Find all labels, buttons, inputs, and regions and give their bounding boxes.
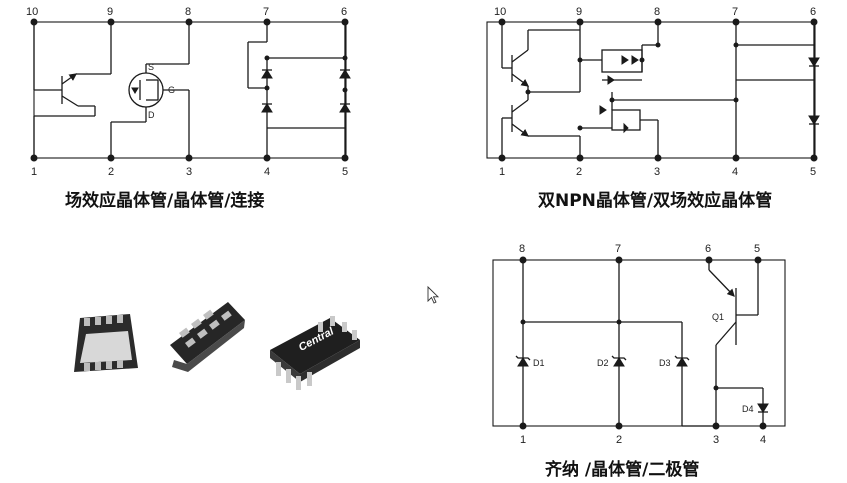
d1-pin-top-2: 9 [107,6,113,18]
dfn-package-image [74,314,138,372]
diagram1-caption: 场效应晶体管/晶体管/连接 [65,190,264,211]
d2-pin-top-3: 8 [654,6,660,18]
diagram3-caption: 齐纳 /晶体管/二极管 [545,459,699,480]
d3-label-d2: D2 [597,358,609,368]
d1-transistor-symbol [33,22,112,158]
d3-pin-top-3: 6 [705,243,711,255]
d3-pin-bot-2: 2 [616,434,622,446]
d1-pin-top-5: 6 [341,6,347,18]
d1-pin-top-1: 10 [26,6,38,18]
msop-package-image: Central [270,316,360,390]
d2-pin-top-5: 6 [810,6,816,18]
d2-fet-pair [577,22,814,158]
d3-label-d1: D1 [533,358,545,368]
d3-pin-top-4: 5 [754,243,760,255]
d2-pin-top-1: 10 [494,6,506,18]
d2-pin-bot-4: 4 [732,166,738,178]
d1-pin-bot-1: 1 [31,166,37,178]
package-photos: Central [74,302,360,390]
d1-pin-bot-5: 5 [342,166,348,178]
diagram1-frame [33,21,347,159]
d1-diode-network [247,22,351,158]
d3-pin-bot-4: 4 [760,434,766,446]
d2-pin-bot-3: 3 [654,166,660,178]
d3-label-q1: Q1 [712,312,724,322]
diagram3-frame [492,259,786,427]
diagram-zener-transistor-diode: 8 7 6 5 1 2 3 4 D1 D2 D3 [492,243,786,480]
d1-source-label: S [148,62,154,72]
d2-npn-pair [501,22,581,158]
diagram-fet-transistor-links: 10 9 8 7 6 1 2 3 4 5 [26,6,351,211]
d2-diodes-right [808,22,820,158]
d3-pin-bot-3: 3 [713,434,719,446]
mouse-cursor-icon [427,285,440,304]
d2-pin-top-2: 9 [576,6,582,18]
d3-label-d4: D4 [742,404,754,414]
diagram2-frame [486,21,816,159]
d2-pin-bot-5: 5 [810,166,816,178]
d1-pin-bot-4: 4 [264,166,270,178]
d1-pin-bot-2: 2 [108,166,114,178]
d3-pin-top-2: 7 [615,243,621,255]
d3-transistor-q1: Q1 D4 [708,260,769,426]
d1-gate-label: G [168,85,175,95]
d1-drain-label: D [148,110,155,120]
d3-pin-top-1: 8 [519,243,525,255]
d2-pin-bot-1: 1 [499,166,505,178]
d3-pin-bot-1: 1 [520,434,526,446]
d2-pin-top-4: 7 [732,6,738,18]
d3-label-d3: D3 [659,358,671,368]
tdfn-package-image [170,302,245,372]
d3-zener-diodes: D1 D2 D3 [515,260,716,427]
d2-pin-bot-2: 2 [576,166,582,178]
diagram2-caption: 双NPN晶体管/双场效应晶体管 [538,190,772,211]
d1-pin-bot-3: 3 [186,166,192,178]
d1-pin-top-4: 7 [263,6,269,18]
d1-mosfet-symbol: S G D [110,22,190,158]
d1-pin-top-3: 8 [185,6,191,18]
diagram-dual-npn-dual-fet: 10 9 8 7 6 1 2 3 4 5 [486,6,820,211]
